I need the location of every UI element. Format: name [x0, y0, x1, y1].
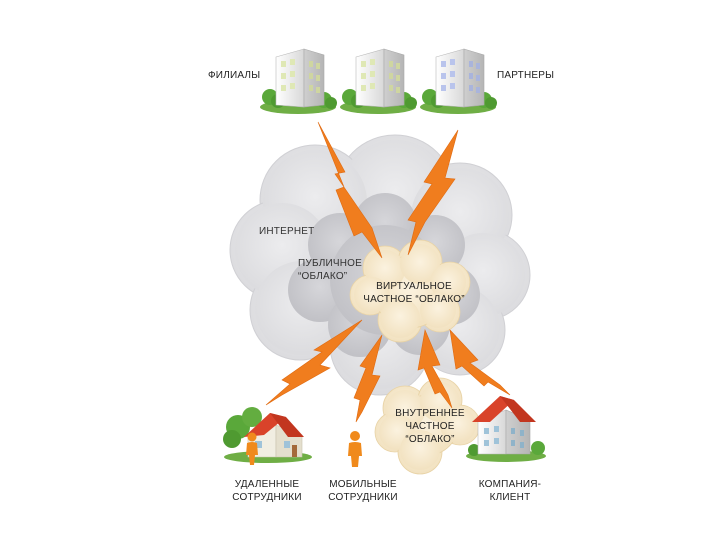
lightning-bolt: [353, 334, 383, 423]
client-company-building: [466, 396, 546, 462]
client-company-label: КОМПАНИЯ- КЛИЕНТ: [470, 478, 550, 504]
lightning-bolt: [407, 129, 459, 256]
mobile-employee-person-icon: [348, 431, 362, 467]
mobile-employees-label: МОБИЛЬНЫЕ СОТРУДНИКИ: [320, 478, 406, 504]
partners-label: ПАРТНЕРЫ: [497, 70, 555, 81]
branch-building: [260, 48, 337, 114]
public-cloud-label: ПУБЛИЧНОЕ “ОБЛАКО”: [298, 257, 362, 283]
partner-building: [420, 48, 497, 114]
mobile-employees-label-line: МОБИЛЬНЫЕ: [329, 479, 397, 490]
lightning-bolt: [417, 328, 453, 409]
mobile-employees-label-line: СОТРУДНИКИ: [328, 492, 398, 503]
internal-private-cloud: [374, 377, 481, 475]
remote-employees-label-line: СОТРУДНИКИ: [232, 492, 302, 503]
branch-building: [340, 48, 417, 114]
internal-private-cloud-label: ВНУТРЕННЕЕ ЧАСТНОЕ “ОБЛАКО”: [392, 407, 468, 446]
internal-private-cloud-label-line: ЧАСТНОЕ: [405, 421, 455, 432]
client-company-label-line: КОМПАНИЯ-: [478, 479, 542, 490]
branches-label: ФИЛИАЛЫ: [208, 70, 261, 81]
client-company-label-line: КЛИЕНТ: [489, 492, 531, 503]
remote-house: [223, 407, 312, 463]
remote-employees-label: УДАЛЕННЫЕ СОТРУДНИКИ: [224, 478, 310, 504]
remote-employees-label-line: УДАЛЕННЫЕ: [234, 479, 300, 490]
lightning-bolt: [317, 121, 383, 259]
virtual-private-cloud-label: ВИРТУАЛЬНОЕ ЧАСТНОЕ “ОБЛАКО”: [363, 280, 465, 306]
public-cloud-label-line: ПУБЛИЧНОЕ: [298, 258, 362, 269]
internal-private-cloud-label-line: ВНУТРЕННЕЕ: [395, 408, 465, 419]
internal-private-cloud-label-line: “ОБЛАКО”: [405, 434, 455, 445]
internet-label: ИНТЕРНЕТ: [259, 226, 315, 237]
virtual-private-cloud: [349, 239, 471, 343]
lightning-bolt: [265, 319, 363, 406]
remote-employee-person-icon: [246, 432, 258, 465]
virtual-private-cloud-label-line: ЧАСТНОЕ “ОБЛАКО”: [363, 294, 465, 305]
lightning-bolt: [449, 329, 511, 396]
virtual-private-cloud-label-line: ВИРТУАЛЬНОЕ: [376, 281, 452, 292]
public-cloud-label-line: “ОБЛАКО”: [298, 271, 348, 282]
